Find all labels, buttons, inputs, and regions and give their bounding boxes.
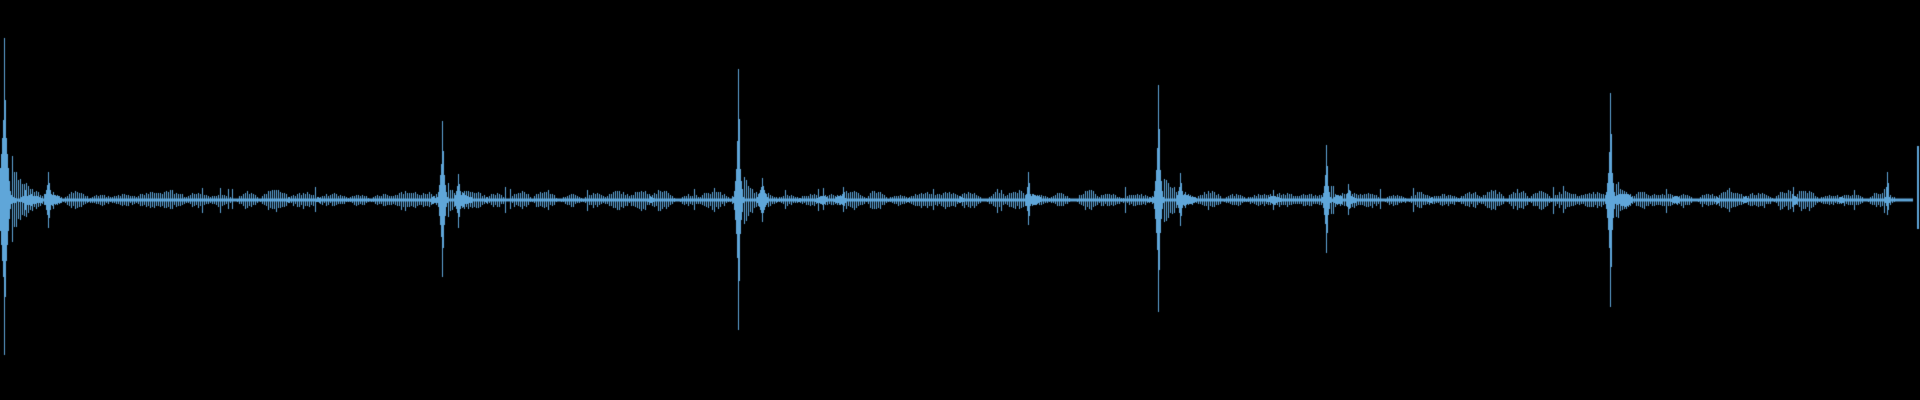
audio-waveform — [0, 0, 1920, 400]
waveform-viewer — [0, 0, 1920, 400]
